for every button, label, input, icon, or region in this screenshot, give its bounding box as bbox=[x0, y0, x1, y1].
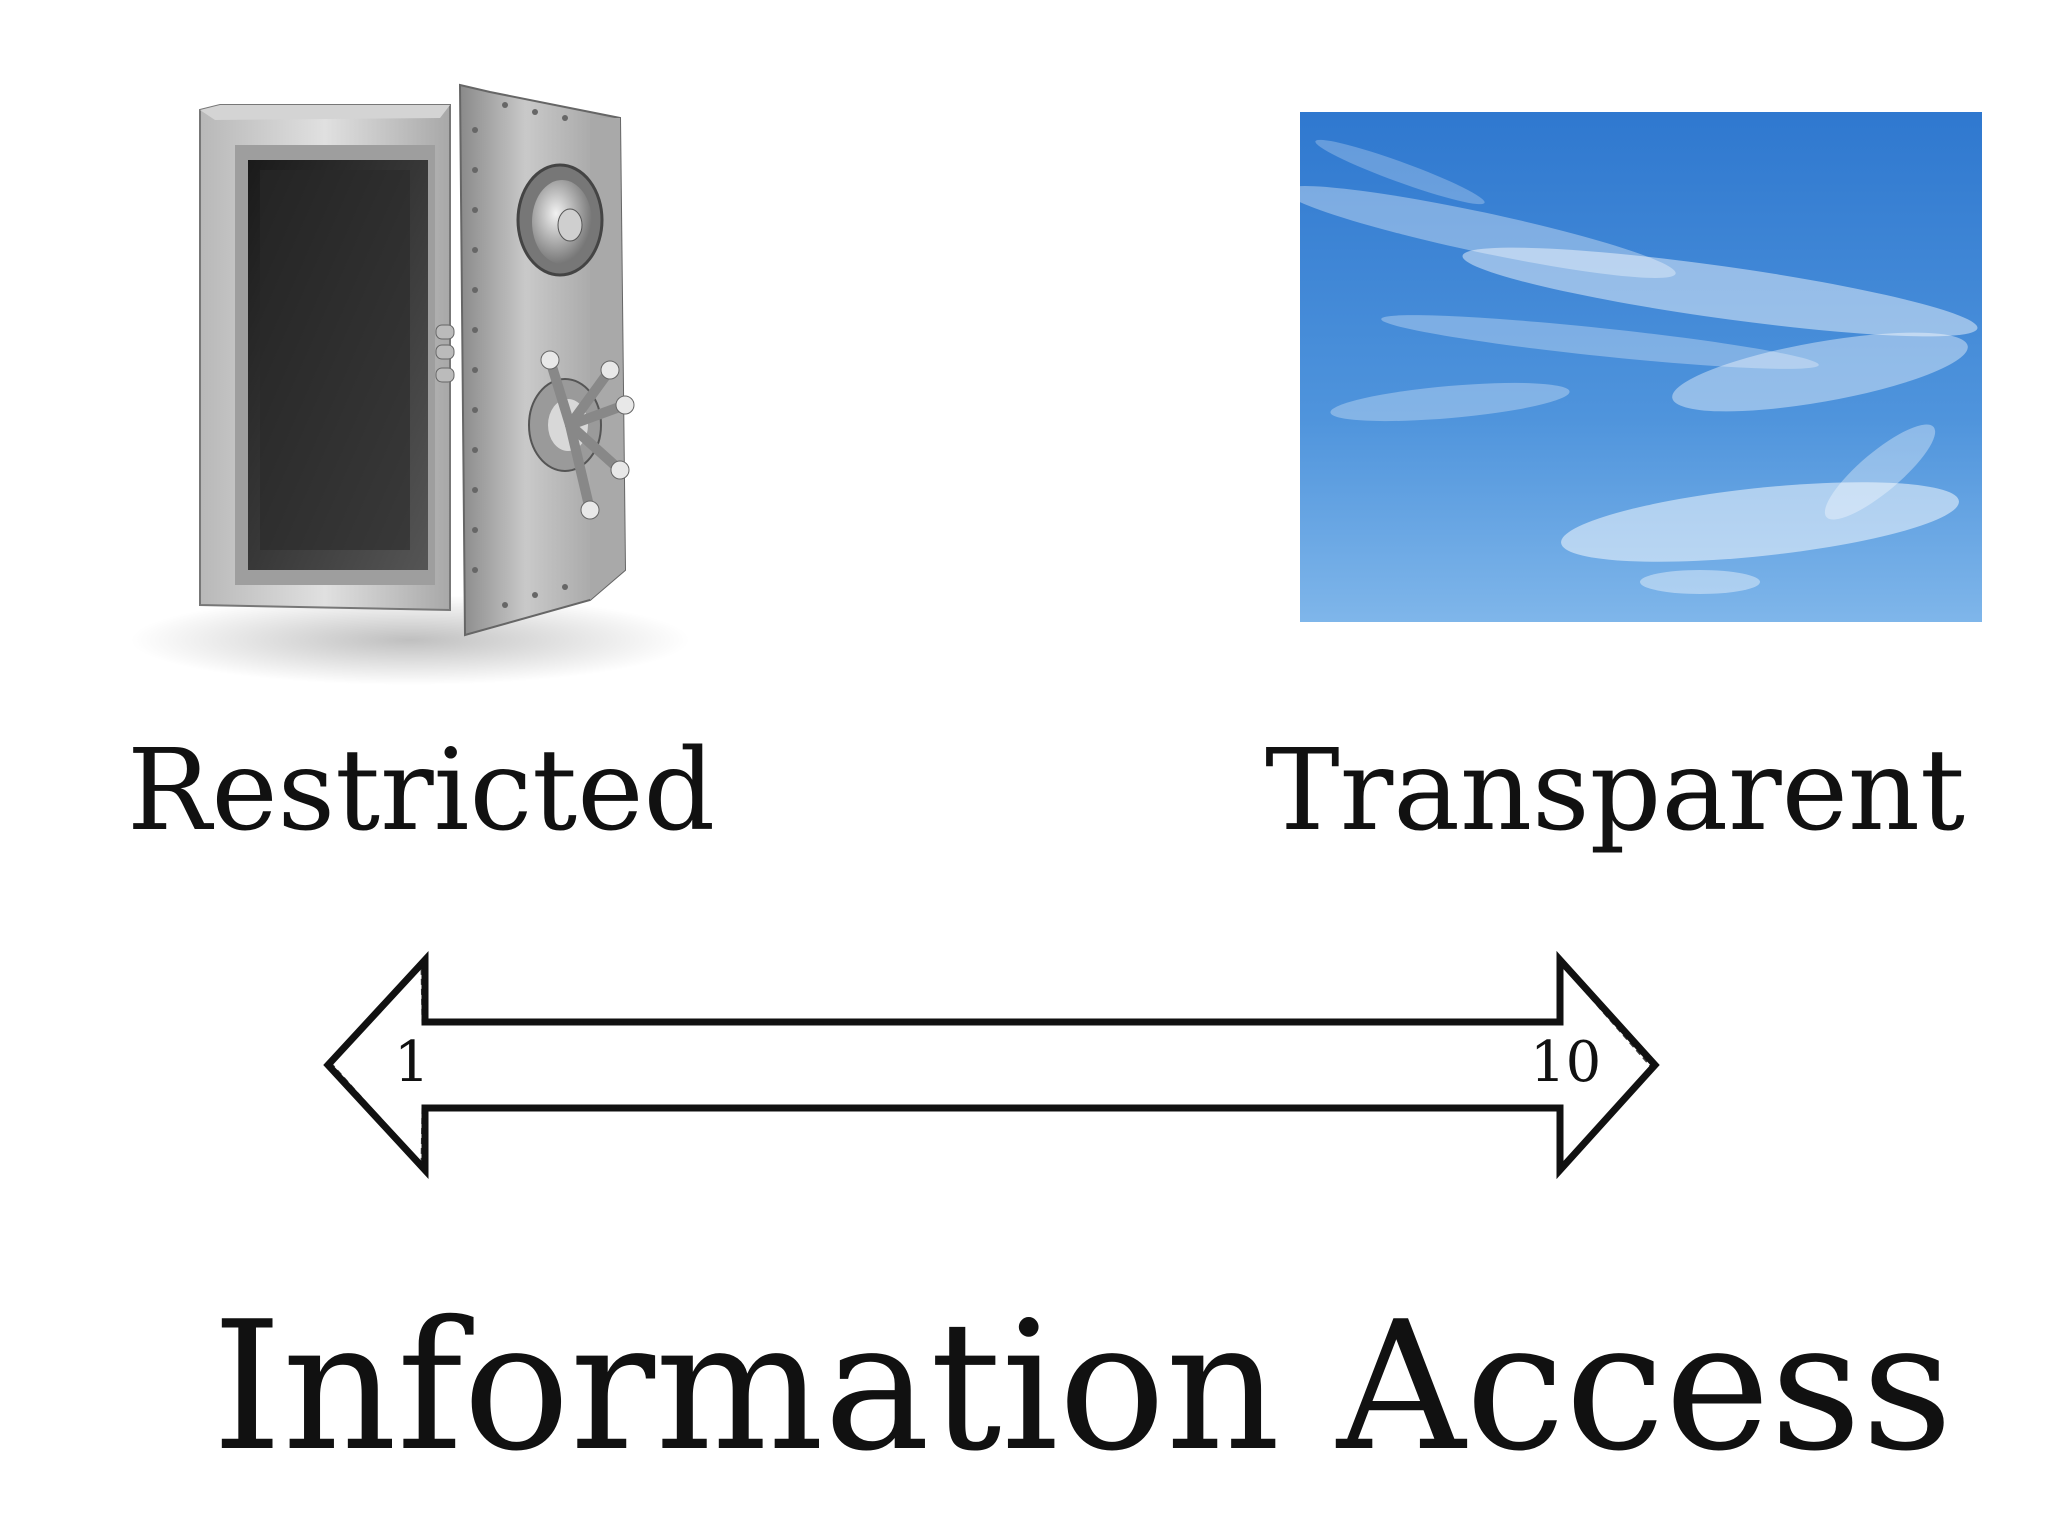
pole-label-restricted: Restricted bbox=[127, 726, 716, 856]
pole-label-transparent: Transparent bbox=[1265, 726, 1966, 856]
scale-min-label: 1 bbox=[394, 1030, 430, 1095]
scale-max-label: 10 bbox=[1530, 1030, 1602, 1095]
double-arrow-scale bbox=[323, 950, 1660, 1180]
blue-sky-image bbox=[1300, 112, 1982, 622]
page-title: Information Access bbox=[212, 1283, 1953, 1490]
open-safe-icon bbox=[130, 83, 690, 685]
double-arrow-outline bbox=[323, 950, 1660, 1180]
